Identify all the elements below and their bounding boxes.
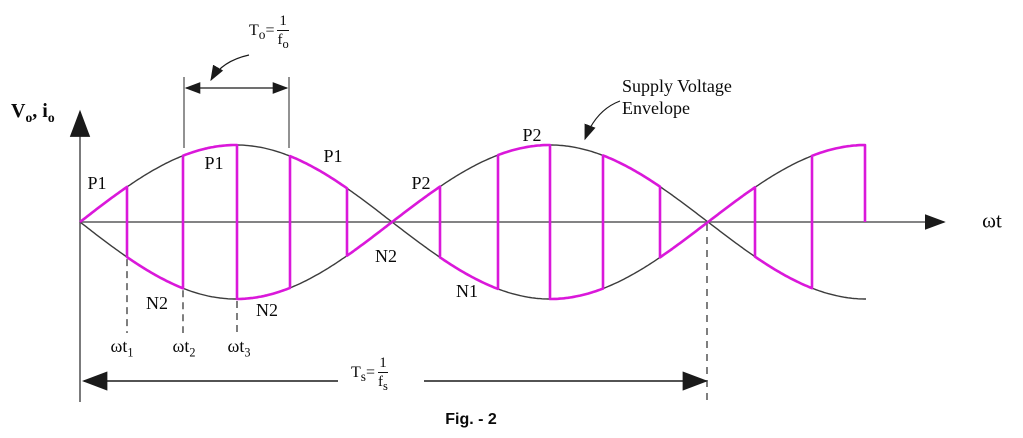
wave-label-p2-1: P2: [411, 173, 431, 194]
wave-label-p2-2: P2: [522, 125, 542, 146]
time-label-wt2: ωt2: [172, 336, 196, 360]
supply-period-label: Ts= 1 fs: [351, 355, 388, 393]
envelope-pointer-arrow: [584, 100, 621, 141]
to-pointer-arrow: [210, 54, 250, 82]
wave-label-n1: N1: [456, 281, 478, 302]
time-label-wt1: ωt1: [110, 336, 134, 360]
figure-caption: Fig. - 2: [445, 411, 497, 429]
wave-label-n2-3: N2: [375, 246, 397, 267]
wave-label-p1-3: P1: [323, 146, 343, 167]
x-axis-label: ωt: [982, 208, 1002, 233]
supply-voltage-envelope-label: Supply Voltage Envelope: [622, 76, 732, 118]
wave-label-p1-1: P1: [87, 173, 107, 194]
y-axis-label: Vo, io: [11, 100, 55, 125]
output-period-label: To= 1 fo: [249, 13, 289, 51]
wave-label-n2-1: N2: [146, 293, 168, 314]
wave-label-p1-2: P1: [204, 153, 224, 174]
wave-label-n2-2: N2: [256, 300, 278, 321]
fraction-bar: [378, 372, 388, 373]
time-label-wt3: ωt3: [227, 336, 251, 360]
supply-period-fraction: 1 fs: [378, 355, 388, 393]
envelope-curve-b: [79, 144, 866, 300]
output-period-fraction: 1 fo: [277, 13, 289, 51]
fraction-bar: [277, 30, 289, 31]
output-waveform: [79, 143, 867, 301]
